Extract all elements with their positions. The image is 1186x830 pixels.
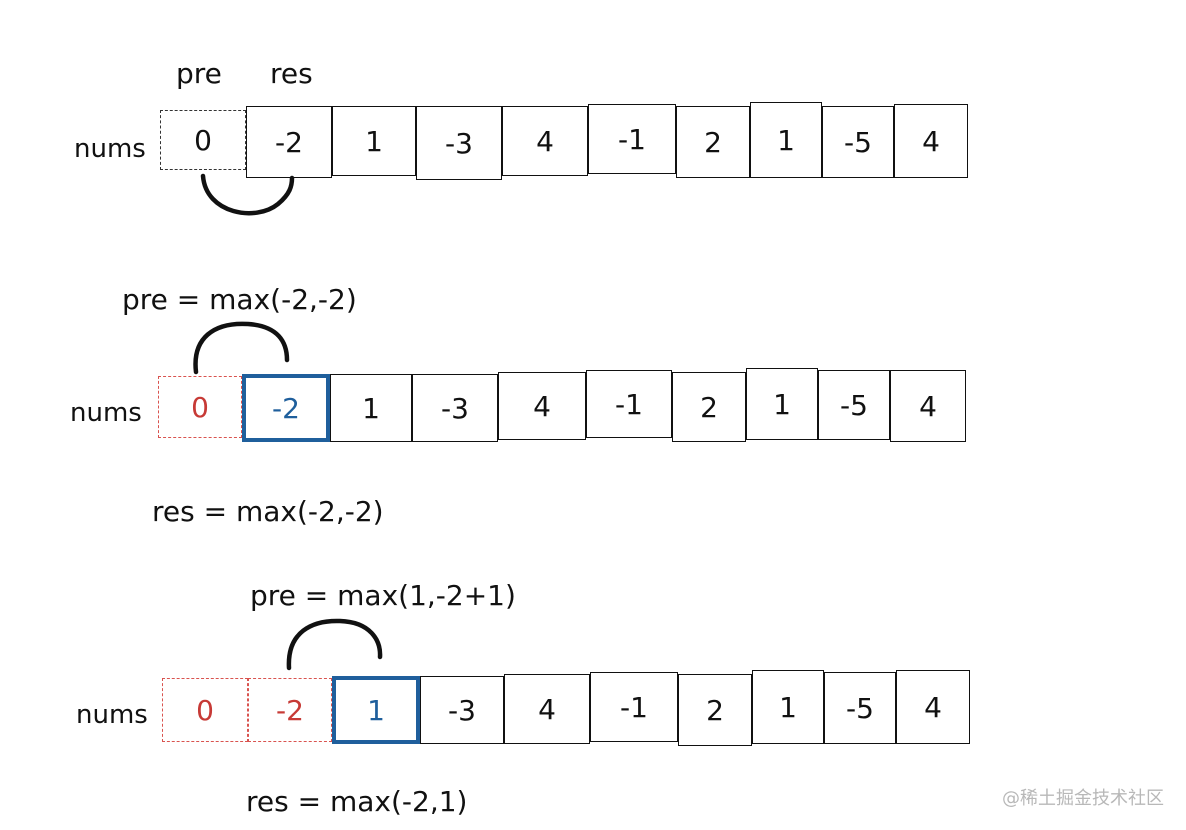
array-cell-r1-4: 4 [502, 106, 588, 176]
array-cell-r2-5: -1 [586, 370, 672, 438]
nums-label-row1: nums [74, 134, 146, 164]
array-cell-r3-2-current: 1 [332, 676, 420, 744]
array-cell-r2-7: 1 [746, 368, 818, 440]
pre-formula-row2: pre = max(-2,-2) [122, 283, 357, 316]
array-cell-r1-3: -3 [416, 106, 502, 180]
res-formula-row3: res = max(-2,1) [246, 785, 468, 818]
array-cell-r2-3: -3 [412, 374, 498, 442]
res-label: res [270, 57, 313, 90]
array-cell-r1-7: 1 [750, 102, 822, 178]
nums-label-row3: nums [76, 700, 148, 730]
pre-label: pre [176, 57, 222, 90]
array-cell-r3-3: -3 [420, 676, 504, 744]
array-cell-r2-6: 2 [672, 372, 746, 442]
res-formula-row2: res = max(-2,-2) [152, 495, 384, 528]
nums-label-row2: nums [70, 398, 142, 428]
array-cell-r1-1: -2 [246, 106, 332, 178]
array-cell-r3-0: 0 [162, 678, 248, 742]
pre-formula-row3: pre = max(1,-2+1) [250, 579, 516, 612]
array-cell-r2-9: 4 [890, 370, 966, 442]
array-cell-r2-1-current: -2 [242, 374, 330, 442]
array-cell-r1-2: 1 [332, 106, 416, 176]
array-cell-r1-8: -5 [822, 106, 894, 178]
array-cell-r2-8: -5 [818, 370, 890, 440]
array-cell-r1-9: 4 [894, 104, 968, 178]
array-cell-r3-7: 1 [752, 670, 824, 744]
array-cell-r3-9: 4 [896, 670, 970, 744]
array-cell-r2-4: 4 [498, 372, 586, 440]
watermark: @稀土掘金技术社区 [1002, 788, 1164, 809]
array-cell-r3-5: -1 [590, 672, 678, 742]
arc-row1 [200, 173, 295, 216]
array-cell-r3-6: 2 [678, 674, 752, 746]
array-cell-r3-1: -2 [248, 678, 332, 742]
arc-row2 [193, 321, 290, 375]
arc-row3 [286, 618, 383, 671]
array-cell-r1-6: 2 [676, 106, 750, 178]
array-cell-r2-0: 0 [158, 376, 242, 438]
array-cell-r3-4: 4 [504, 674, 590, 744]
array-cell-r3-8: -5 [824, 672, 896, 744]
array-cell-r2-2: 1 [330, 374, 412, 442]
array-cell-r1-5: -1 [588, 104, 676, 174]
array-cell-r1-0: 0 [160, 110, 246, 170]
